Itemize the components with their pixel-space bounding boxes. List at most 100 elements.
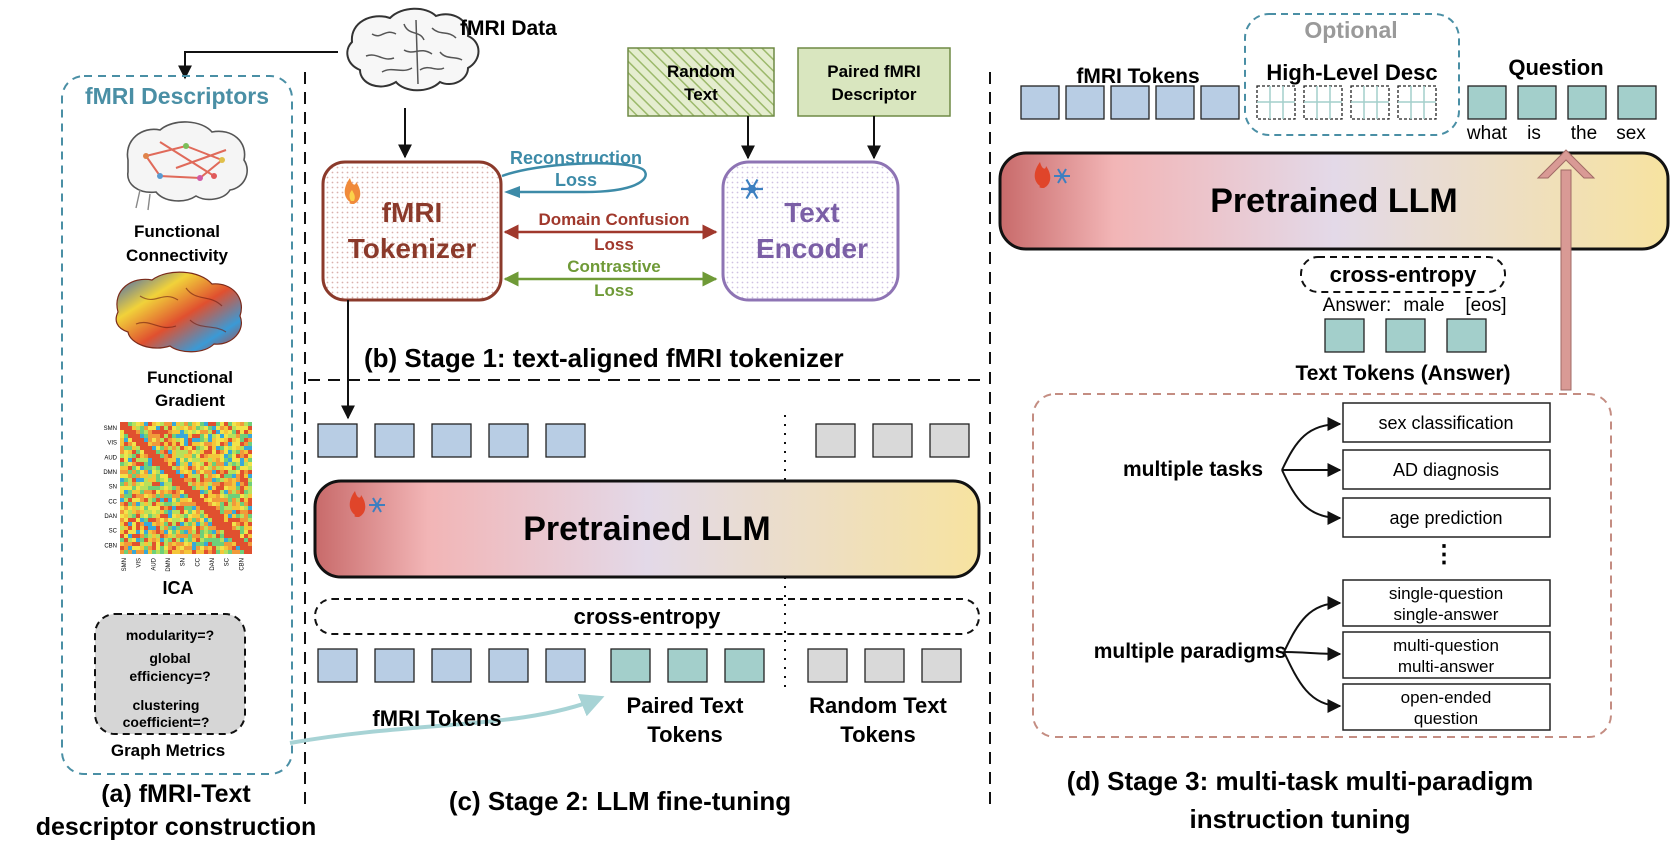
ica-cell [160,502,164,506]
ica-cell [128,490,132,494]
ica-cell [128,458,132,462]
ica-cell [168,498,172,502]
ica-cell [128,442,132,446]
ica-cell [120,518,124,522]
ica-cell [176,442,180,446]
ica-cell [144,490,148,494]
ica-cell [204,442,208,446]
ica-cell [224,438,228,442]
ica-cell [120,510,124,514]
caption-d-2: instruction tuning [1190,804,1411,834]
ica-cell [120,438,124,442]
ica-cell [224,526,228,530]
flame-icon [344,178,361,204]
ica-cell [216,538,220,542]
caption-b: (b) Stage 1: text-aligned fMRI tokenizer [364,343,844,373]
ica-cell [220,446,224,450]
ica-cell [220,534,224,538]
random-token [872,423,913,458]
ica-cell [224,510,228,514]
ica-cell [132,534,136,538]
ica-cell [220,514,224,518]
ica-cell [232,542,236,546]
ica-cell [168,502,172,506]
ica-cell [172,434,176,438]
ica-cell [152,498,156,502]
svg-text:sex: sex [1616,123,1646,144]
ica-cell [132,506,136,510]
ica-cell [152,530,156,534]
ica-cell [248,502,252,506]
ica-cell [244,446,248,450]
ica-cell [128,462,132,466]
ica-cell [204,466,208,470]
ica-cell [156,550,160,554]
ica-cell [196,470,200,474]
ica-cell [168,458,172,462]
ica-cell [244,442,248,446]
ica-cell [136,422,140,426]
ica-cell [240,458,244,462]
ica-cell [236,506,240,510]
ica-cell [188,542,192,546]
ica-cell [240,542,244,546]
ica-cell [220,478,224,482]
ica-cell [200,470,204,474]
ica-cell [132,482,136,486]
ica-cell [172,550,176,554]
random-token [929,423,970,458]
svg-text:modularity=?: modularity=? [126,627,214,643]
ica-cell [120,526,124,530]
ica-cell [128,450,132,454]
snowflake-icon [369,497,385,513]
ica-cell [216,514,220,518]
ica-cell [120,542,124,546]
ica-cell [168,466,172,470]
ica-cell [164,450,168,454]
ica-cell [236,534,240,538]
ica-cell [172,454,176,458]
ica-cell [156,486,160,490]
descriptor-to-paired-tokens-arrow [289,693,605,745]
ica-cell [128,486,132,490]
paradigm-label: multi-answer [1398,657,1495,676]
ica-cell [236,538,240,542]
ica-cell [224,482,228,486]
ica-cell [172,518,176,522]
ica-cell [184,442,188,446]
ica-cell [168,506,172,510]
ica-cell [204,510,208,514]
ica-cell [176,510,180,514]
ica-cell [200,482,204,486]
ica-cell [204,450,208,454]
ica-cell [244,518,248,522]
svg-text:Text: Text [684,85,718,104]
ica-cell [204,438,208,442]
ica-cell [180,514,184,518]
ica-cell [136,502,140,506]
ica-col-label: DMN [166,558,172,572]
ica-cell [200,522,204,526]
ica-cell [164,430,168,434]
ica-cell [160,530,164,534]
ica-cell [192,430,196,434]
ica-cell [244,426,248,430]
ica-cell [128,526,132,530]
ica-cell [148,474,152,478]
ica-cell [200,474,204,478]
ica-cell [212,458,216,462]
ica-cell [196,462,200,466]
fc-label-2: Connectivity [126,246,229,265]
ica-cell [168,534,172,538]
ica-cell [188,482,192,486]
ica-cell [244,462,248,466]
graph-metrics-label: Graph Metrics [111,741,225,760]
ica-cell [192,458,196,462]
ica-cell [172,466,176,470]
ica-cell [168,462,172,466]
ica-cell [244,514,248,518]
ica-cell [220,542,224,546]
ica-cell [248,466,252,470]
ica-cell [172,486,176,490]
caption-a-2: descriptor construction [36,813,317,841]
